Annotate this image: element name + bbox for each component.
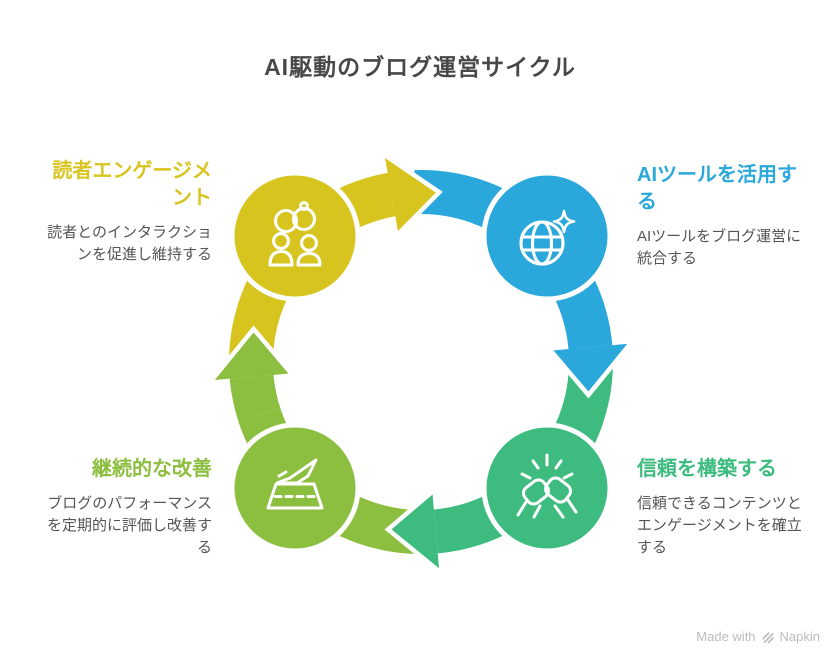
node-label: 読者エンゲージメ ント [52,160,212,209]
arrow-improvement-head-overlay [204,325,298,423]
node-description: AIツールをブログ運営に 統合する [637,228,802,267]
node-text-use-ai-tools: AIツールを活用す る AIツールをブログ運営に 統合する [637,162,822,270]
node-label: 継続的な改善 [92,458,212,480]
node-description: 読者とのインタラクショ ンを促進し維持する [47,224,212,263]
node-label: AIツールを活用す る [637,164,797,213]
napkin-credit-link[interactable]: Made with Napkin [696,629,820,644]
napkin-brand-text: Napkin [779,629,820,644]
node-circle-continuous-improvement [229,422,361,554]
made-with-text: Made with [696,629,756,644]
node-description: ブログのパフォーマンス を定期的に評価し改善す る [46,495,212,556]
node-label: 信頼を構築する [637,458,777,480]
ai-globe-sparkle-icon [519,209,576,266]
node-text-continuous-improvement: 継続的な改善 ブログのパフォーマンス を定期的に評価し改善す る [27,456,212,559]
engagement-people-rings-icon [268,201,322,267]
plane-takeoff-icon [266,458,324,510]
node-text-reader-engagement: 読者エンゲージメ ント 読者とのインタラクショ ンを促進し維持する [27,158,212,266]
node-text-build-trust: 信頼を構築する 信頼できるコンテンツと エンゲージメントを確立 する [637,456,822,559]
diagram-title: AI駆動のブログ運営サイクル [264,54,576,80]
node-description: 信頼できるコンテンツと エンゲージメントを確立 する [637,495,802,556]
node-circle-reader-engagement [229,170,361,302]
fist-bump-icon [516,453,578,519]
napkin-logo-icon [761,631,774,643]
